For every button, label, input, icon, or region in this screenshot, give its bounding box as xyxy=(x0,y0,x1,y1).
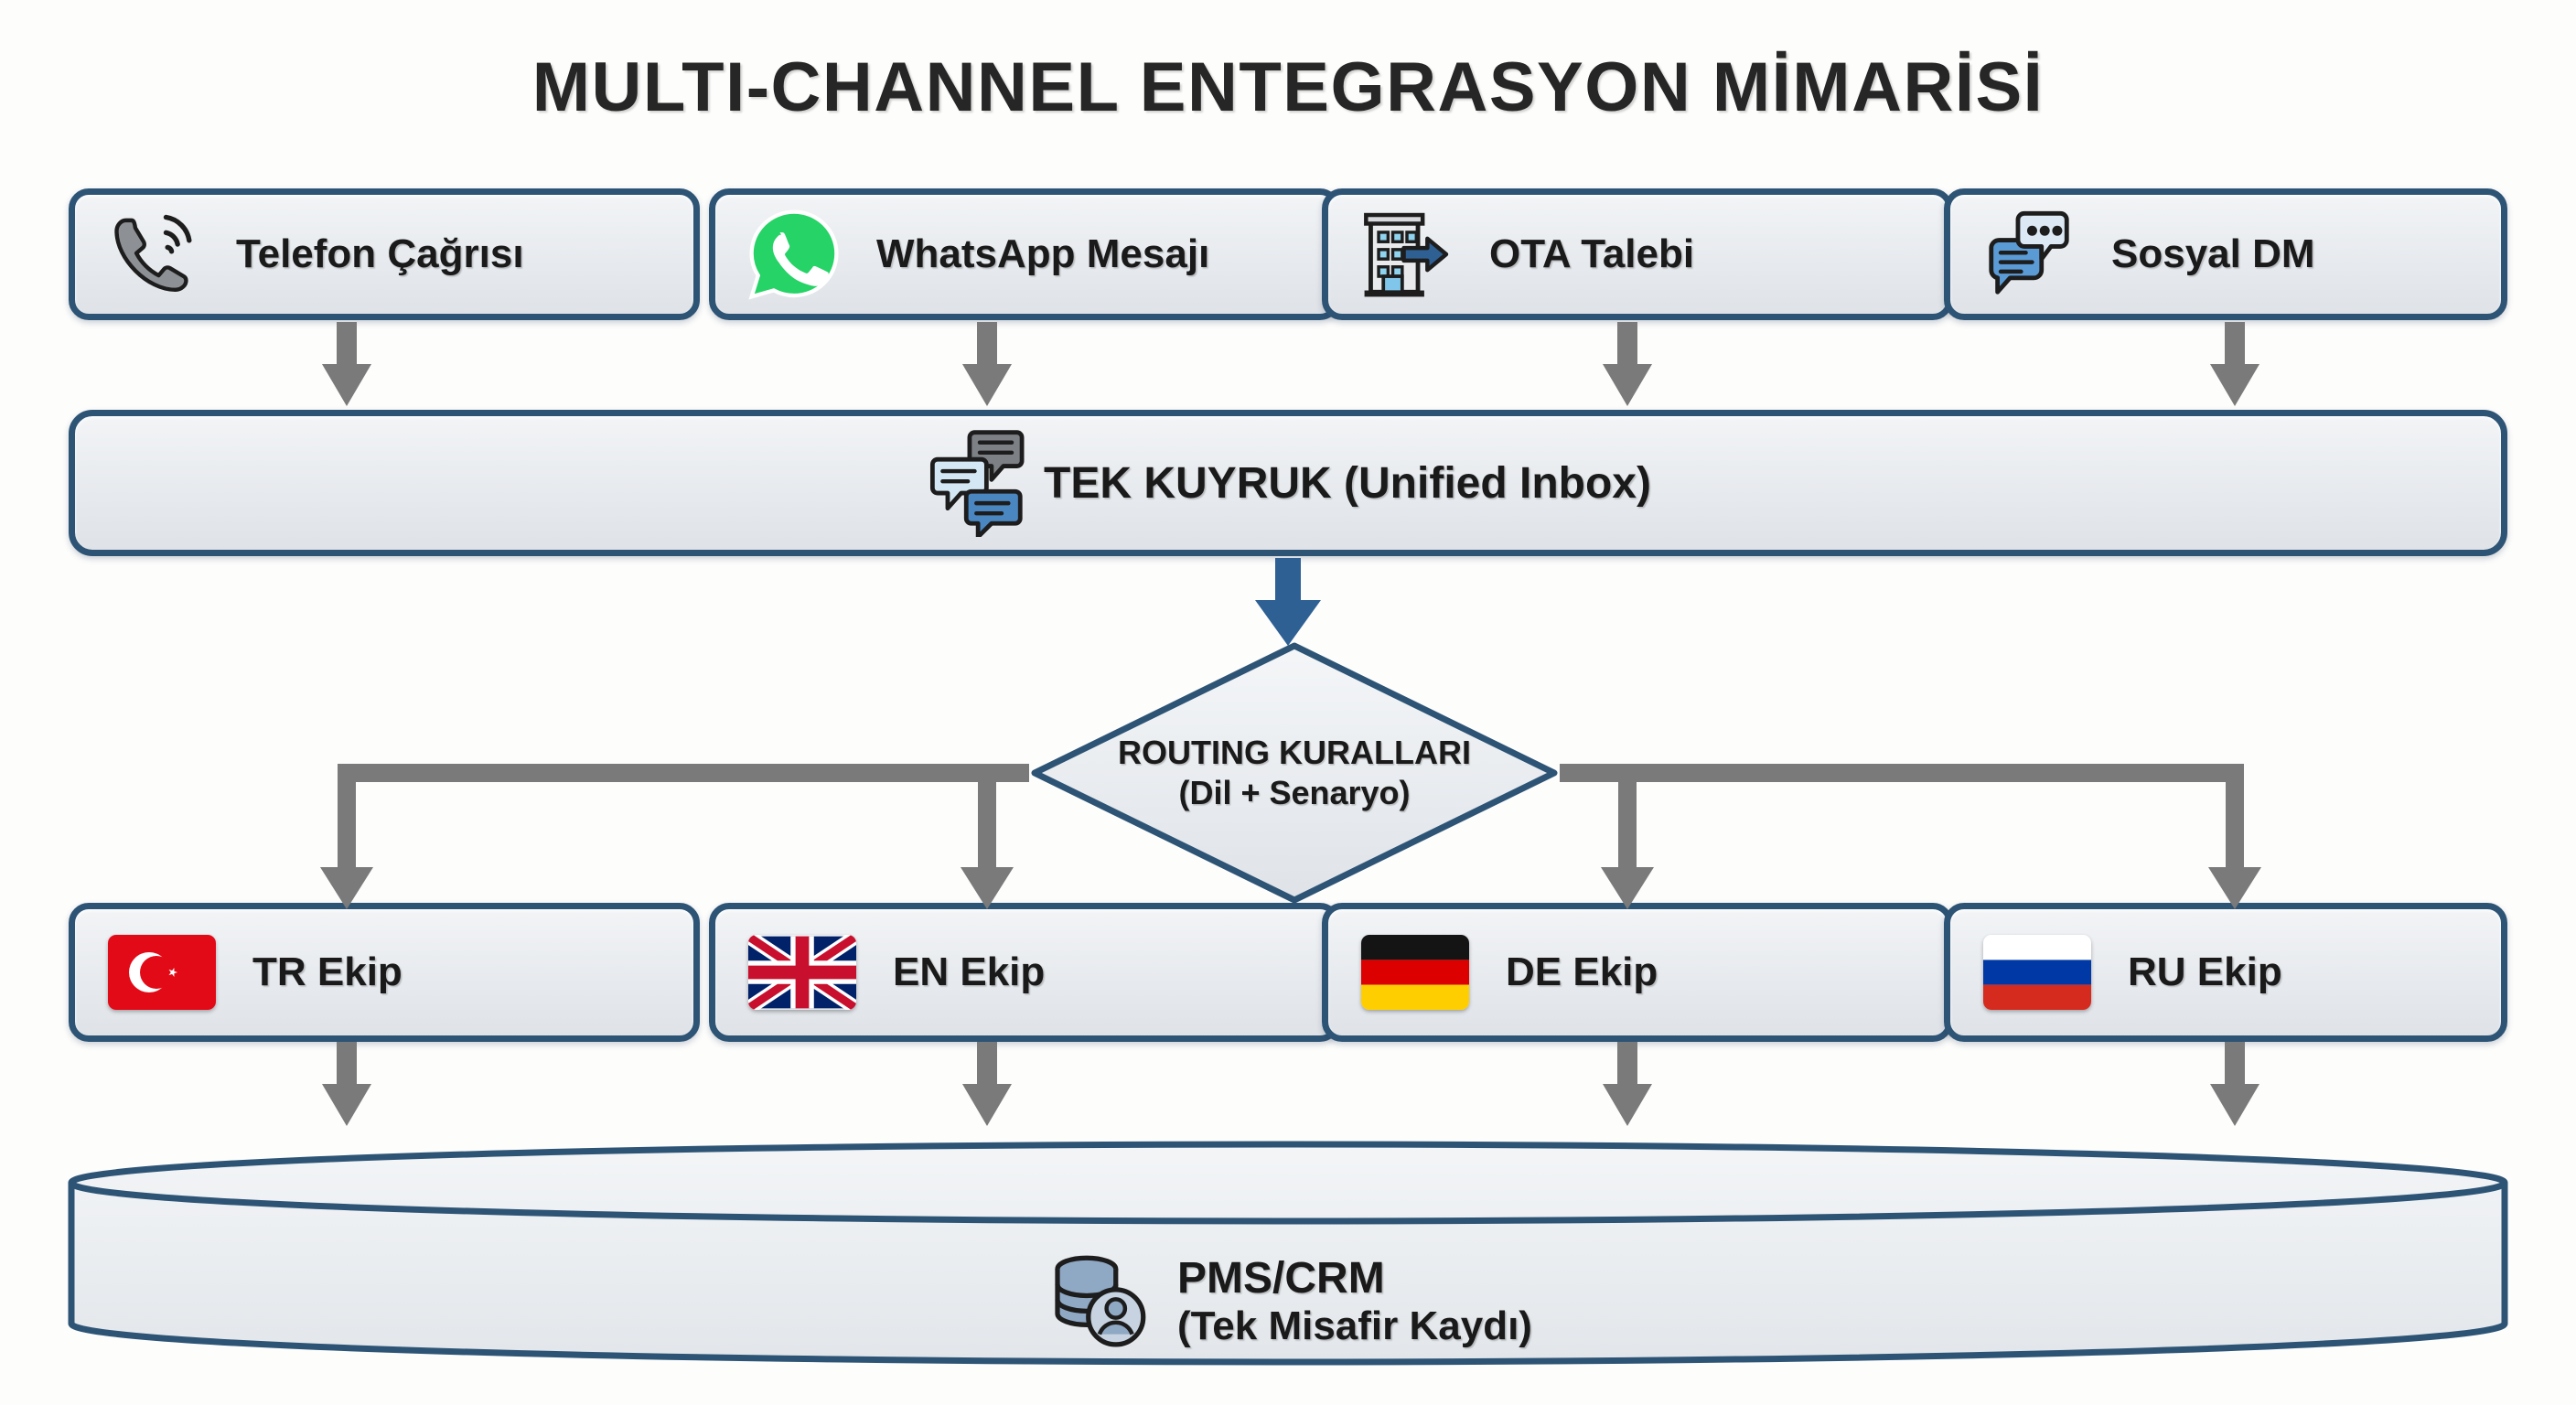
arrow-inbox-to-router xyxy=(1255,558,1321,646)
team-label: DE Ekip xyxy=(1506,949,1658,994)
chat-bubbles-icon xyxy=(1974,204,2084,305)
flag-turkey-icon xyxy=(102,935,221,1010)
pms-crm-node[interactable]: PMS/CRM (Tek Misafir Kaydı) xyxy=(66,1139,2510,1367)
channel-node-social[interactable]: Sosyal DM xyxy=(1944,188,2507,320)
stacked-chat-bubbles-icon xyxy=(925,429,1035,537)
flag-uk-icon xyxy=(743,935,862,1010)
pms-crm-line2: (Tek Misafir Kaydı) xyxy=(1177,1303,1532,1349)
team-label: RU Ekip xyxy=(2128,949,2282,994)
channel-label: WhatsApp Mesajı xyxy=(876,231,1210,276)
team-node-tr[interactable]: TR Ekip xyxy=(69,903,700,1042)
unified-inbox-label: TEK KUYRUK (Unified Inbox) xyxy=(1044,458,1651,508)
flag-russia-icon xyxy=(1978,935,2097,1010)
arrow-teams-to-database xyxy=(322,1042,2259,1126)
database-user-icon xyxy=(1044,1247,1154,1357)
flag-germany-icon xyxy=(1356,935,1475,1010)
team-node-de[interactable]: DE Ekip xyxy=(1322,903,1953,1042)
channel-node-ota[interactable]: OTA Talebi xyxy=(1322,188,1953,320)
arrow-channel-to-inbox xyxy=(322,322,2259,406)
whatsapp-icon xyxy=(739,206,849,303)
team-label: TR Ekip xyxy=(252,949,402,994)
team-node-ru[interactable]: RU Ekip xyxy=(1944,903,2507,1042)
hotel-building-arrow-icon xyxy=(1352,204,1462,305)
page-title: MULTI-CHANNEL ENTEGRASYON MİMARİSİ xyxy=(531,48,2045,126)
routing-rules-node[interactable]: ROUTING KURALLARI (Dil + Senaryo) xyxy=(1029,640,1560,906)
channel-label: Sosyal DM xyxy=(2111,231,2315,276)
team-label: EN Ekip xyxy=(893,949,1046,994)
phone-ringing-icon xyxy=(99,205,209,304)
pms-crm-content: PMS/CRM (Tek Misafir Kaydı) xyxy=(66,1247,2510,1357)
unified-inbox-node[interactable]: TEK KUYRUK (Unified Inbox) xyxy=(69,410,2507,556)
team-node-en[interactable]: EN Ekip xyxy=(709,903,1340,1042)
channel-node-phone[interactable]: Telefon Çağrısı xyxy=(69,188,700,320)
channel-label: Telefon Çağrısı xyxy=(236,231,524,276)
channel-node-whatsapp[interactable]: WhatsApp Mesajı xyxy=(709,188,1340,320)
pms-crm-line1: PMS/CRM xyxy=(1177,1253,1385,1303)
channel-label: OTA Talebi xyxy=(1489,231,1695,276)
